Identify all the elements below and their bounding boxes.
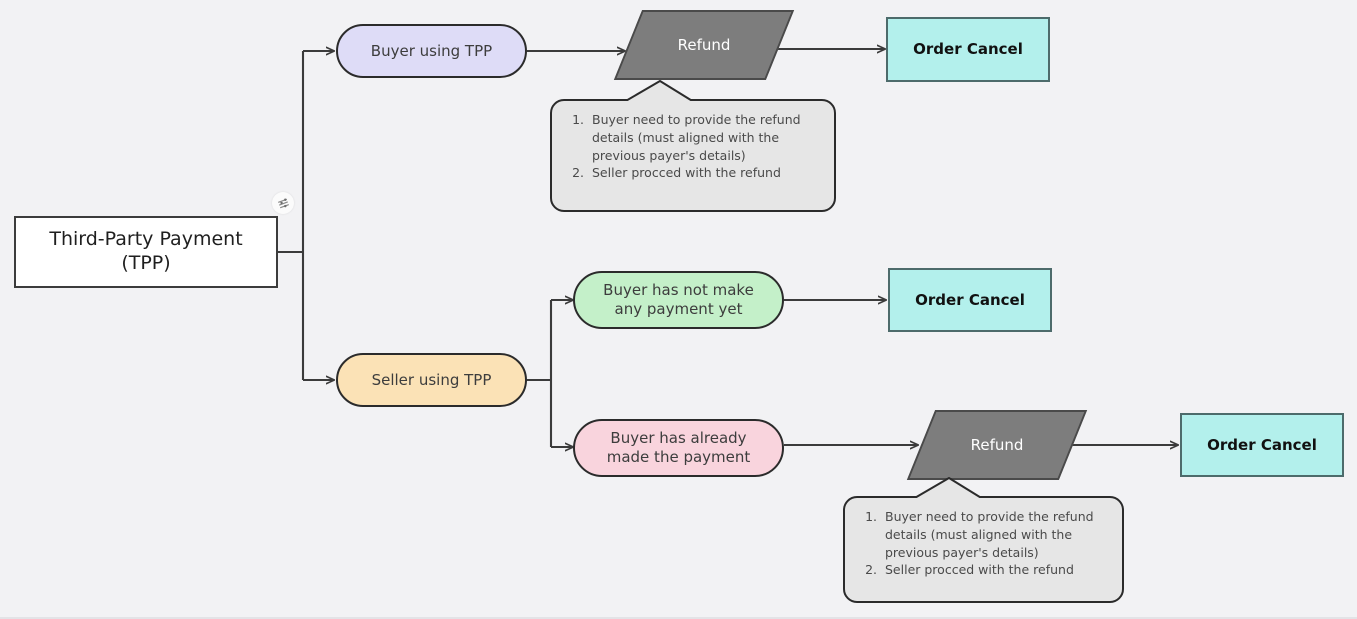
node-order-cancel-top[interactable]: Order Cancel [886, 17, 1050, 82]
node-buyer-already-paid[interactable]: Buyer has already made the payment [573, 419, 784, 477]
note-refund-bottom-list: Buyer need to provide the refund details… [861, 508, 1108, 579]
node-refund-top[interactable]: Refund [613, 10, 795, 80]
node-buyer-no-payment-line2: any payment yet [614, 300, 743, 318]
note-item: Buyer need to provide the refund details… [588, 111, 820, 164]
note-item: Seller procced with the refund [881, 561, 1108, 579]
note-refund-top: Buyer need to provide the refund details… [550, 80, 836, 212]
node-buyer-no-payment-line1: Buyer has not make [603, 281, 754, 300]
node-order-cancel-middle[interactable]: Order Cancel [888, 268, 1052, 332]
node-buyer-using-tpp-label: Buyer using TPP [370, 41, 493, 60]
node-order-cancel-bottom[interactable]: Order Cancel [1180, 413, 1344, 477]
node-seller-using-tpp-label: Seller using TPP [371, 370, 492, 389]
note-refund-top-list: Buyer need to provide the refund details… [568, 111, 820, 182]
note-refund-bottom-pointer [911, 477, 985, 501]
sliders-icon[interactable] [272, 192, 294, 214]
node-refund-bottom-label: Refund [970, 435, 1024, 454]
node-order-cancel-bottom-label: Order Cancel [1207, 435, 1317, 454]
node-buyer-already-paid-line2: made the payment [606, 448, 751, 466]
node-root-line1: Third-Party Payment [49, 228, 243, 251]
node-third-party-payment[interactable]: Third-Party Payment (TPP) [14, 216, 278, 288]
node-root-line2: (TPP) [121, 252, 171, 274]
node-refund-bottom[interactable]: Refund [906, 410, 1088, 480]
node-seller-using-tpp[interactable]: Seller using TPP [336, 353, 527, 407]
note-item: Seller procced with the refund [588, 164, 820, 182]
node-order-cancel-middle-label: Order Cancel [915, 290, 1025, 309]
node-refund-top-label: Refund [677, 35, 731, 54]
note-item: Buyer need to provide the refund details… [881, 508, 1108, 561]
note-refund-bottom: Buyer need to provide the refund details… [843, 477, 1124, 603]
node-buyer-no-payment[interactable]: Buyer has not make any payment yet [573, 271, 784, 329]
node-buyer-using-tpp[interactable]: Buyer using TPP [336, 24, 527, 78]
note-refund-top-pointer [622, 80, 696, 104]
node-order-cancel-top-label: Order Cancel [913, 40, 1023, 59]
node-buyer-already-paid-line1: Buyer has already [610, 429, 747, 448]
